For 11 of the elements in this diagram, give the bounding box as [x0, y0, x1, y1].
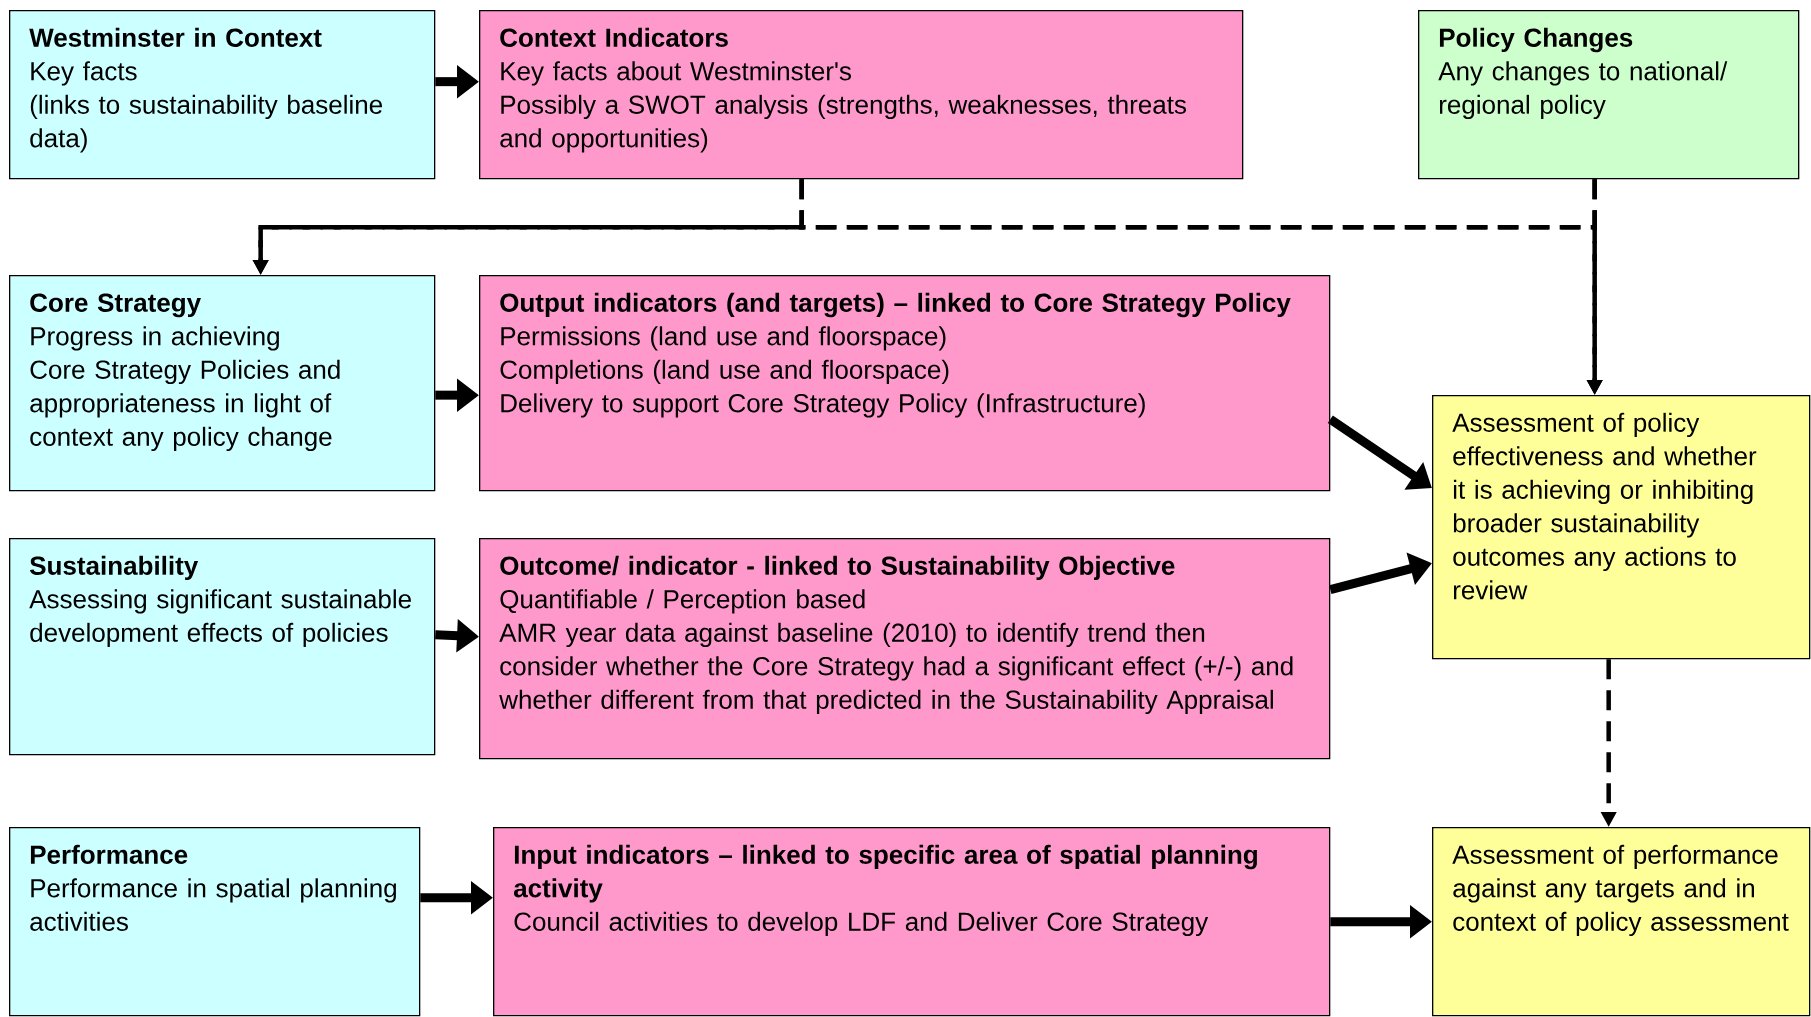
text-box: Sustainability Assessing significant sustainable development effects of policies [9, 538, 436, 756]
text-box: Input indicators – linked to specific area of spatial planning activity Council activities to develop LDF and Deliver Core Strategy [493, 827, 1331, 1017]
text-box: Output indicators (and targets) – linked to Core Strategy Policy Permissions (land use and floorspace) Completions (land use and floorspace) Delivery to support Core Strategy Policy (Infrastructure) [479, 275, 1331, 492]
text-box: Performance Performance in spatial planning activities [9, 827, 421, 1017]
text-box: Westminster in Context Key facts (links to sustainability baseline data) [9, 10, 436, 180]
text-box: Assessment of policy effectiveness and whether it is achieving or inhibiting broader sustainability outcomes any actions to review [1432, 395, 1811, 660]
text-box: Policy Changes Any changes to national/ regional policy [1418, 10, 1800, 180]
text-box: Core Strategy Progress in achieving Core Strategy Policies and appropriateness in light of context any policy change [9, 275, 436, 492]
text-box: Outcome/ indicator - linked to Sustainability Objective Quantifiable / Perception based AMR year data against baseline (2010) to identify trend then consider whether the Core Strategy had a significant effect (+/-) and whether different from that predicted in the Sustainability Appraisal [479, 538, 1331, 760]
text-box: Assessment of performance against any targets and in context of policy assessment [1432, 827, 1811, 1017]
text-box: Context Indicators Key facts about Westminster's Possibly a SWOT analysis (strengths, weaknesses, threats and opportunities) [479, 10, 1244, 180]
